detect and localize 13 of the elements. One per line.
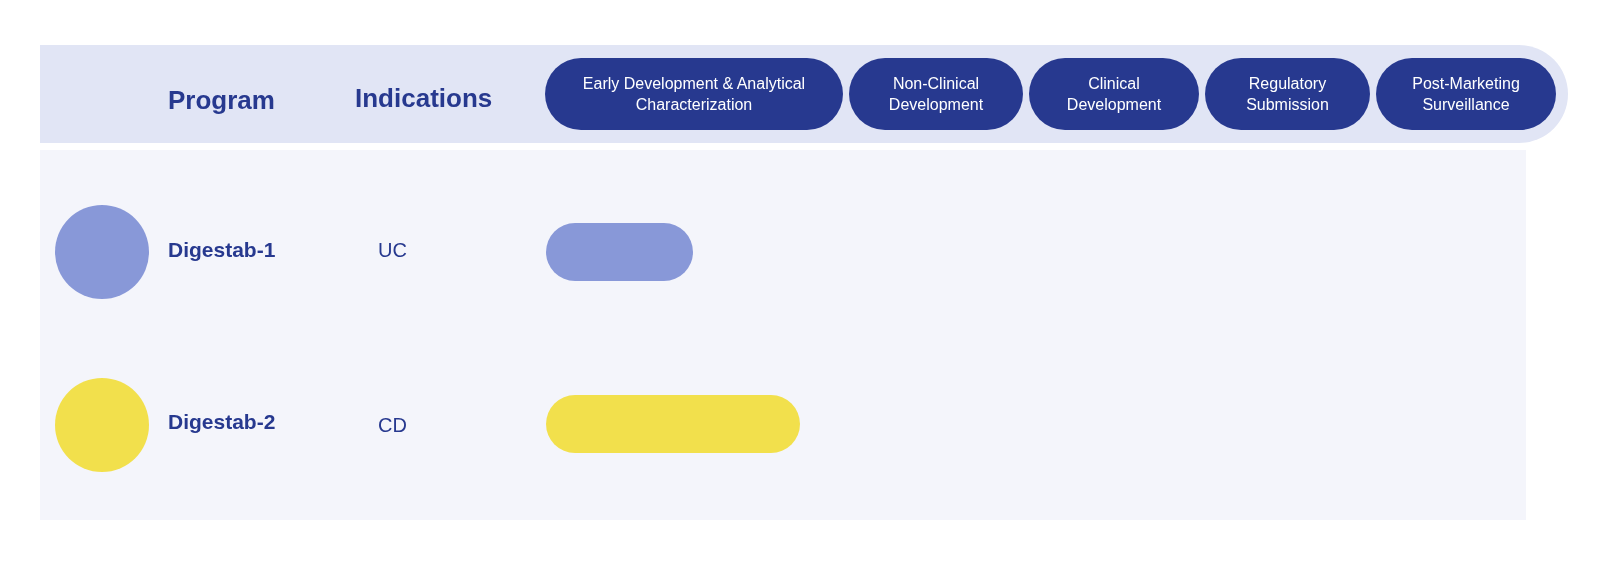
program-name: Digestab-2 <box>168 410 276 434</box>
stage-pill: Clinical Development <box>1029 58 1199 130</box>
stage-pill: Non-Clinical Development <box>849 58 1023 130</box>
stage-pill: Post-Marketing Surveillance <box>1376 58 1556 130</box>
program-name: Digestab-1 <box>168 238 276 262</box>
progress-bar <box>546 395 800 453</box>
stage-pill: Early Development & Analytical Characterization <box>545 58 843 130</box>
progress-bar <box>546 223 693 281</box>
indication-label: CD <box>378 413 407 437</box>
column-header: Indications <box>355 82 493 114</box>
indication-label: UC <box>378 238 407 262</box>
stage-pill: Regulatory Submission <box>1205 58 1370 130</box>
column-header: Program <box>168 84 275 116</box>
